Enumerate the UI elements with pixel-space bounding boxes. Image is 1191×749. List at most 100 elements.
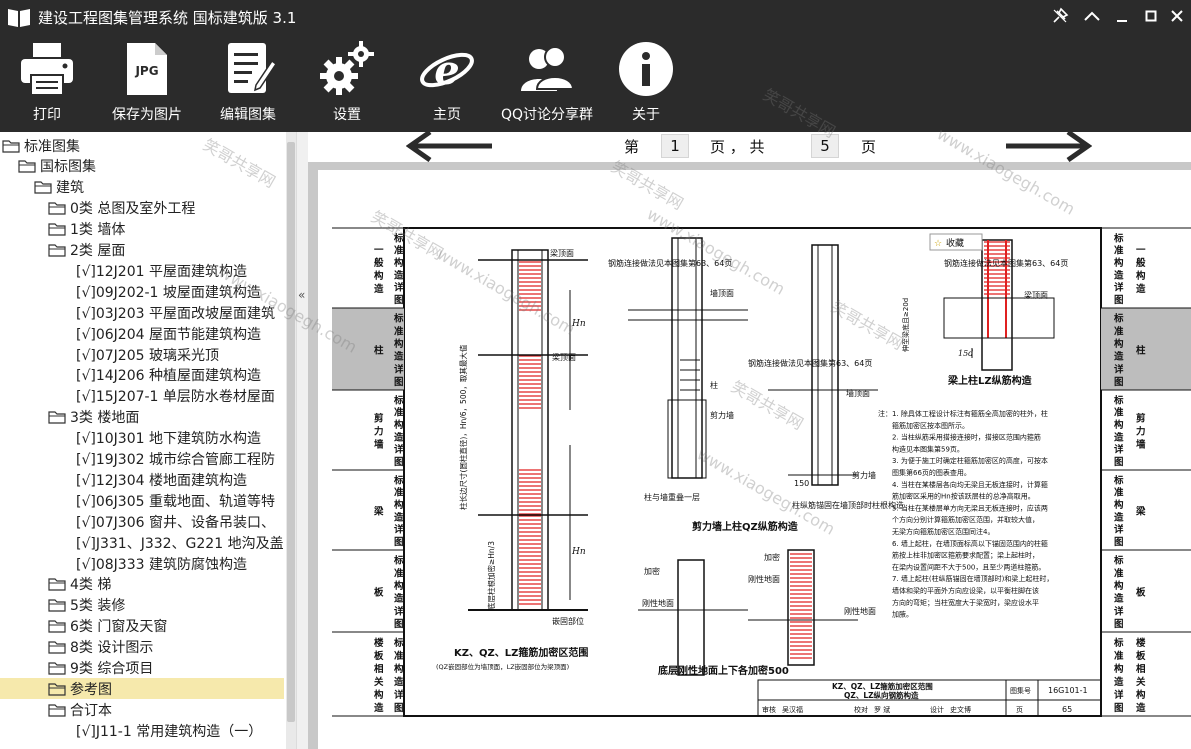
right-side-label[interactable]: 柱	[1136, 345, 1146, 357]
tree-leaf-item[interactable]: [√]10J301 地下建筑防水构造	[76, 428, 261, 449]
beam-column-lz-drawing	[943, 239, 1055, 371]
close-icon[interactable]	[1163, 4, 1191, 28]
collapse-up-icon[interactable]	[1078, 4, 1106, 28]
tree-item-label: [√]06J305 重载地面、轨道等特	[76, 493, 275, 510]
collect-button[interactable]	[929, 233, 983, 251]
right-tab-label[interactable]: 标准构造详图	[1113, 232, 1124, 306]
tree-folder-item[interactable]: 0类 总图及室外工程	[48, 198, 195, 219]
print-button[interactable]: 打印	[14, 40, 80, 126]
left-side-label[interactable]: 楼板相关构造	[374, 637, 384, 714]
tree-leaf-item[interactable]: [√]06J204 屋面节能建筑构造	[76, 323, 261, 344]
tree-leaf-item[interactable]: [√]07J306 窗井、设备吊装口、	[76, 511, 275, 532]
left-tab-label[interactable]: 标准构造详图	[393, 394, 404, 468]
tree-folder-item[interactable]: 2类 屋面	[48, 240, 125, 261]
tree-folder-item[interactable]: 标准图集	[2, 135, 80, 156]
tree-leaf-item[interactable]: [√]07J205 玻璃采光顶	[76, 344, 219, 365]
kz-column-drawing	[468, 249, 588, 611]
fig-no-label: 图集号	[1010, 686, 1031, 695]
tree-scrollbar[interactable]	[286, 132, 296, 749]
svg-text:e: e	[434, 47, 459, 94]
tree-folder-item[interactable]: 8类 设计图示	[48, 637, 153, 658]
tree-folder-item[interactable]: 1类 墙体	[48, 219, 125, 240]
tree-leaf-item[interactable]: [√]09J202-1 坡屋面建筑构造	[76, 281, 261, 302]
prev-page-arrow-icon[interactable]	[406, 132, 496, 162]
tree-scroll-thumb[interactable]	[287, 142, 295, 722]
tab-labels: 标准构造详图一般构造标准构造详图一般构造标准构造详图柱标准构造详图柱标准构造详图…	[373, 232, 1146, 714]
collapse-left-icon[interactable]: «	[298, 288, 306, 302]
save-image-button[interactable]: JPG 保存为图片	[106, 40, 188, 126]
left-side-label[interactable]: 板	[374, 587, 384, 599]
tree-leaf-item[interactable]: [√]12J304 楼地面建筑构造	[76, 469, 247, 490]
left-side-label[interactable]: 柱	[374, 345, 384, 357]
folder-icon	[48, 202, 66, 215]
pager-mid: 页 ， 共	[710, 138, 765, 156]
left-tab-label[interactable]: 标准构造详图	[393, 232, 404, 306]
tree-folder-item[interactable]: 4类 梯	[48, 574, 111, 595]
qq-group-button[interactable]: QQ讨论分享群	[494, 40, 600, 126]
edit-atlas-button[interactable]: 编辑图集	[214, 40, 282, 126]
tree-folder-item[interactable]: 6类 门窗及天窗	[48, 616, 167, 637]
tree-leaf-item[interactable]: [√]15J207-1 单层防水卷材屋面	[76, 386, 275, 407]
tree-folder-item[interactable]: 9类 综合项目	[48, 658, 153, 679]
tree-leaf-item[interactable]: [√]14J206 种植屋面建筑构造	[76, 365, 261, 386]
left-side-label[interactable]: 梁	[373, 506, 384, 518]
review-label: 审核	[762, 705, 776, 714]
left-tab-label[interactable]: 标准构造详图	[393, 555, 404, 630]
note-line: 无梁方向箍筋加密区范围同注4。	[892, 527, 994, 536]
tree-leaf-item[interactable]: [√]J11-1 常用建筑构造（一）	[76, 720, 262, 741]
tree-leaf-item[interactable]: [√]06J305 重载地面、轨道等特	[76, 490, 275, 511]
page-label: 页	[1016, 706, 1023, 714]
right-tab-label[interactable]: 标准构造详图	[1113, 394, 1124, 468]
about-button[interactable]: 关于	[616, 40, 676, 126]
panel-splitter[interactable]: «	[296, 132, 308, 749]
left-tab-label[interactable]: 标准构造详图	[393, 637, 404, 714]
home-label: 主页	[433, 107, 461, 123]
left-tab-label[interactable]: 标准构造详图	[393, 313, 404, 388]
steel-conn-label-3: 钢筋连接做法见本图集第63、64页	[944, 258, 1068, 268]
tree-item-label: 参考图	[70, 681, 112, 698]
right-side-label[interactable]: 剪力墙	[1136, 413, 1146, 451]
folder-icon	[48, 641, 66, 654]
tree-leaf-item[interactable]: [√]03J203 平屋面改坡屋面建筑	[76, 302, 275, 323]
tree-folder-item[interactable]: 参考图	[0, 678, 284, 700]
right-tab-label[interactable]: 标准构造详图	[1113, 313, 1124, 388]
tree-folder-item[interactable]: 国标图集	[18, 156, 96, 177]
tree-leaf-item[interactable]: [√]08J333 建筑防腐蚀构造	[76, 553, 247, 574]
current-page-input[interactable]: 1	[661, 134, 689, 158]
right-tab-highlight	[1101, 308, 1191, 390]
right-side-label[interactable]: 一般构造	[1136, 245, 1146, 295]
kz-subtitle: (QZ嵌固部位为墙顶面，LZ嵌固部位为梁顶面)	[436, 662, 569, 671]
home-button[interactable]: e 主页	[418, 40, 476, 126]
tree-folder-item[interactable]: 合订本	[48, 699, 112, 720]
minimize-icon[interactable]	[1108, 4, 1136, 28]
right-tab-label[interactable]: 标准构造详图	[1113, 555, 1124, 630]
rigid-ground-label-3: 刚性地面	[844, 606, 876, 616]
maximize-icon[interactable]	[1137, 4, 1165, 28]
right-side-label[interactable]: 梁	[1135, 506, 1146, 518]
total-pages: 5	[811, 134, 839, 158]
wall-top-label-1: 墙顶面	[710, 288, 734, 298]
drawing-page[interactable]: 标准构造详图一般构造标准构造详图一般构造标准构造详图柱标准构造详图柱标准构造详图…	[318, 170, 1191, 749]
pager-bar: 第 1 页 ， 共 5 页	[308, 132, 1191, 162]
left-side-label[interactable]: 剪力墙	[374, 413, 384, 451]
tree-leaf-item[interactable]: [√]12J201 平屋面建筑构造	[76, 260, 247, 281]
right-tab-label[interactable]: 标准构造详图	[1113, 474, 1124, 548]
right-side-label[interactable]: 板	[1136, 587, 1146, 599]
right-tab-label[interactable]: 标准构造详图	[1113, 637, 1124, 714]
tree-item-label: [√]J11-1 常用建筑构造（一）	[76, 723, 263, 740]
tree-folder-item[interactable]: 3类 楼地面	[48, 407, 139, 428]
tree-folder-item[interactable]: 5类 装修	[48, 595, 125, 616]
right-side-label[interactable]: 楼板相关构造	[1136, 637, 1146, 714]
pin-icon[interactable]	[1046, 4, 1074, 28]
shear-wall-label-1: 剪力墙	[710, 410, 734, 420]
fig-no: 16G101-1	[1048, 686, 1088, 695]
top-toolbar: 建设工程图集管理系统 国标建筑版 3.1 打印	[0, 0, 1191, 132]
tree-leaf-item[interactable]: [√]J331、J332、G221 地沟及盖	[76, 532, 284, 553]
tree-leaf-item[interactable]: [√]19J302 城市综合管廊工程防	[76, 449, 275, 470]
left-tab-label[interactable]: 标准构造详图	[393, 474, 404, 548]
folder-icon	[48, 620, 66, 633]
next-page-arrow-icon[interactable]	[1002, 132, 1092, 162]
settings-button[interactable]: 设置	[316, 40, 378, 126]
tree-folder-item[interactable]: 建筑	[34, 177, 84, 198]
left-side-label[interactable]: 一般构造	[374, 245, 384, 295]
